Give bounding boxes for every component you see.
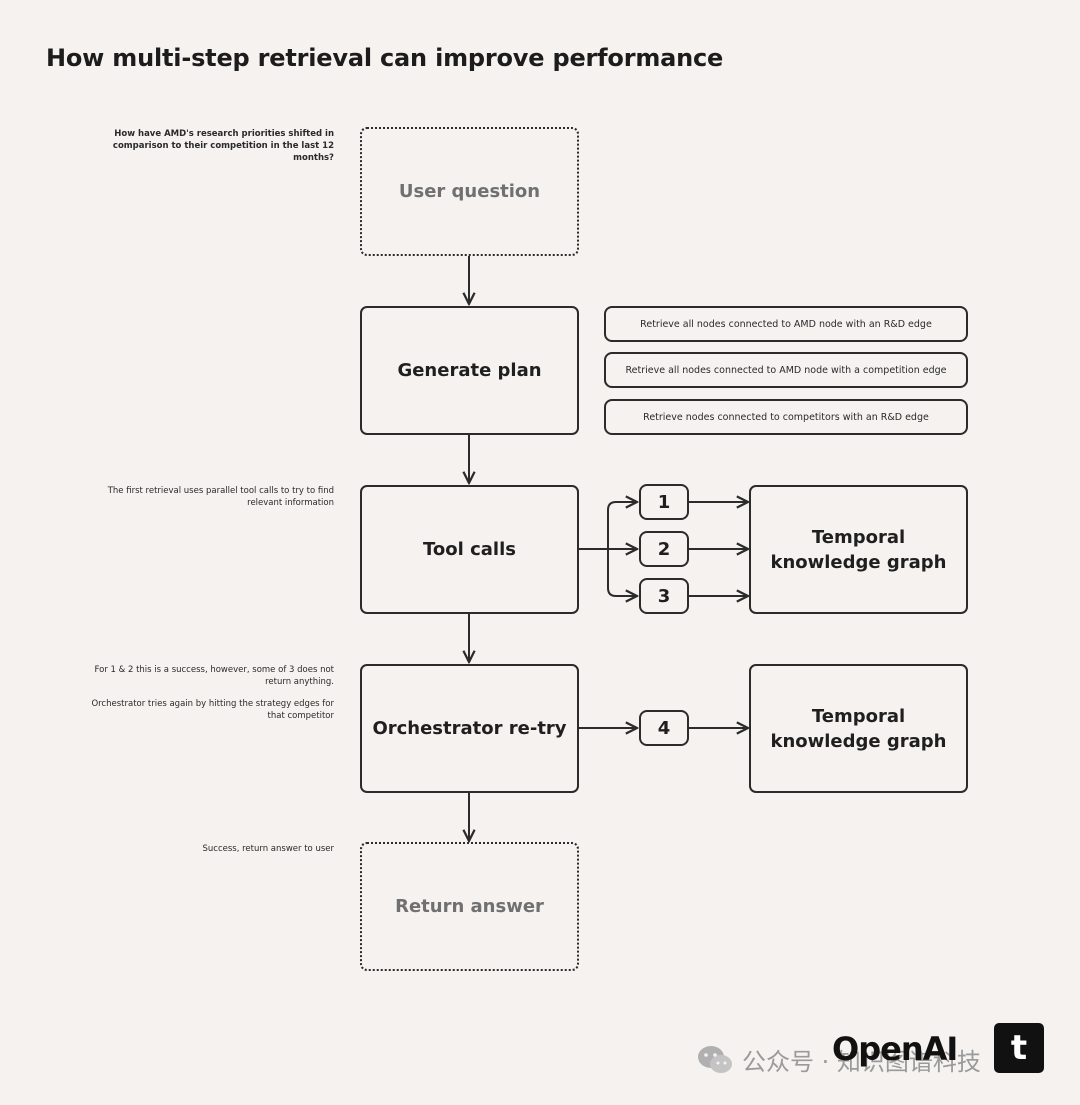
- note-user-question: How have AMD's research priorities shift…: [112, 129, 334, 163]
- note-first-retrieval: The first retrieval uses parallel tool c…: [107, 486, 334, 508]
- tool-call-2: 2: [639, 531, 689, 567]
- temporal-knowledge-graph-1: Temporal knowledge graph: [749, 485, 968, 614]
- orchestrator-retry-box: Orchestrator re-try: [360, 664, 579, 793]
- tool-call-1: 1: [639, 484, 689, 520]
- tool-call-3: 3: [639, 578, 689, 614]
- note-success: Success, return answer to user: [202, 844, 335, 854]
- user-question-box: User question: [360, 127, 579, 256]
- tool-calls-box: Tool calls: [360, 485, 579, 614]
- temporal-knowledge-graph-2: Temporal knowledge graph: [749, 664, 968, 793]
- note-partial-success: For 1 & 2 this is a success, however, so…: [94, 665, 334, 687]
- plan-step-3: Retrieve nodes connected to competitors …: [604, 399, 968, 435]
- t-logo: t: [994, 1023, 1044, 1073]
- arrow-to-call-3: [607, 549, 637, 596]
- wechat-watermark: 公众号 · 知识图谱科技: [696, 1042, 981, 1077]
- arrow-to-call-1: [607, 502, 637, 549]
- tool-call-4: 4: [639, 710, 689, 746]
- openai-logo: OpenAI: [832, 1030, 958, 1068]
- return-answer-box: Return answer: [360, 842, 579, 971]
- note-retry: For 1 & 2 this is a success, however, so…: [74, 664, 334, 722]
- generate-plan-box: Generate plan: [360, 306, 579, 435]
- wechat-icon: [698, 1045, 732, 1073]
- plan-step-2: Retrieve all nodes connected to AMD node…: [604, 352, 968, 388]
- wechat-watermark-text: 公众号 · 知识图谱科技: [742, 1048, 981, 1076]
- page-title: How multi-step retrieval can improve per…: [46, 44, 724, 72]
- note-orchestrator-retry: Orchestrator tries again by hitting the …: [91, 699, 334, 721]
- plan-step-1: Retrieve all nodes connected to AMD node…: [604, 306, 968, 342]
